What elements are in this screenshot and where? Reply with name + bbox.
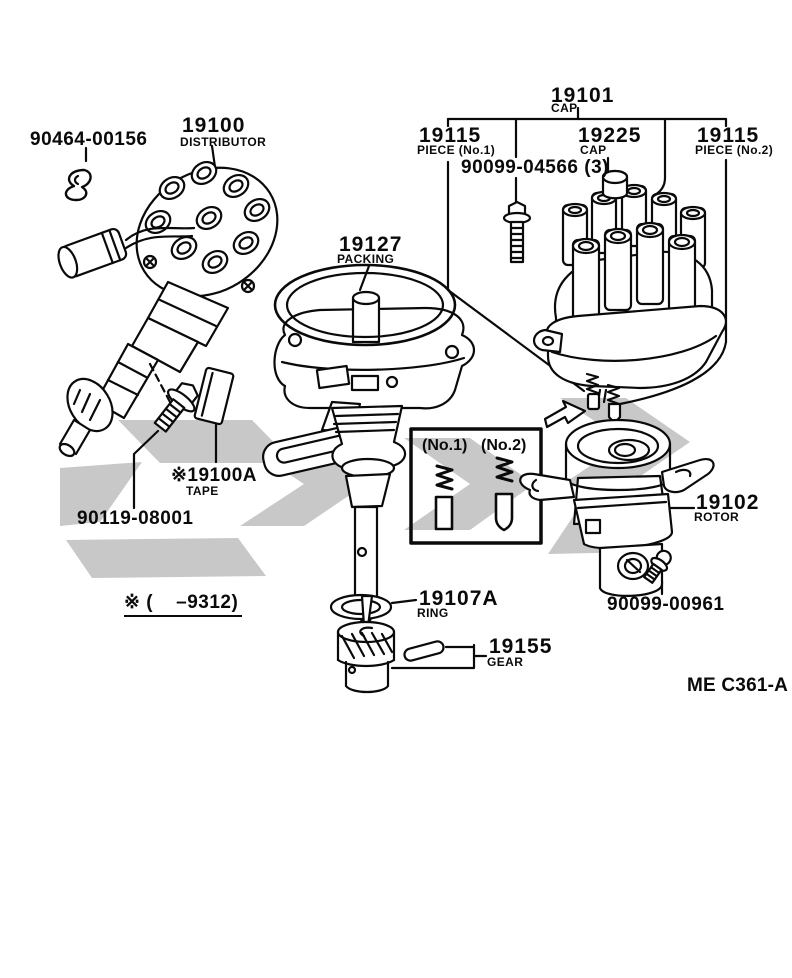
label-distributor-number: 19100 <box>182 114 246 137</box>
ring-part <box>329 593 393 621</box>
label-piece1-name: PIECE (No.1) <box>417 143 496 157</box>
leader-lines <box>84 106 728 670</box>
cap-screw-part <box>502 200 532 264</box>
pin-part <box>403 640 445 662</box>
label-piece2-number: 19115 <box>697 124 760 147</box>
small-cap-part <box>601 169 629 200</box>
connector-part <box>57 227 128 279</box>
rotor-drawing <box>519 418 715 597</box>
gear-part <box>336 620 396 694</box>
cap-pieces-springs <box>585 372 622 425</box>
applicability-note: ※ ( –9312) <box>124 593 243 617</box>
label-clip-number: 90464-00156 <box>30 129 148 150</box>
label-inset-no1: (No.1) <box>422 437 468 454</box>
cap-towers <box>144 160 271 275</box>
label-tape-name: TAPE <box>186 484 219 498</box>
label-rotor-screw-number: 90099-00961 <box>607 594 725 615</box>
label-gear-name: GEAR <box>487 655 524 669</box>
figure-code: ME C361-A <box>687 675 789 696</box>
label-distributor-name: DISTRIBUTOR <box>180 135 267 149</box>
label-packing-number: 19127 <box>339 233 403 256</box>
distributor-drawing <box>57 160 279 458</box>
label-rotor-name: ROTOR <box>694 510 740 524</box>
tape-part <box>193 366 235 426</box>
label-ring-name: RING <box>417 606 449 620</box>
label-small-cap-name: CAP <box>580 143 607 157</box>
watermark-logo <box>60 398 690 578</box>
packing-ring <box>273 263 457 347</box>
cap-drawing <box>502 169 727 429</box>
body-bolt-part <box>153 382 199 433</box>
pointer-arrow <box>543 399 587 429</box>
wire <box>124 226 196 250</box>
label-body-bolt-number: 90119-08001 <box>77 508 194 529</box>
label-rotor-number: 19102 <box>696 491 760 514</box>
label-small-cap-number: 19225 <box>578 124 642 147</box>
label-gear-number: 19155 <box>489 635 553 658</box>
label-piece1-number: 19115 <box>419 124 482 147</box>
piece-inset-box <box>409 427 543 545</box>
label-ring-number: 19107A <box>419 587 499 610</box>
label-cap-assy-number: 19101 <box>551 84 615 107</box>
label-tape-number: ※19100A <box>171 465 257 486</box>
clip-part <box>64 168 92 202</box>
rotor-screw-part <box>643 549 672 584</box>
label-cap-screws-number: 90099-04566 (3) <box>461 157 609 178</box>
assembly-dashed-line <box>148 362 172 404</box>
label-packing-name: PACKING <box>337 252 395 266</box>
label-inset-no2: (No.2) <box>481 437 527 454</box>
packing-body-drawing <box>262 263 476 632</box>
label-piece2-name: PIECE (No.2) <box>695 143 774 157</box>
ring-gear-drawing <box>329 593 445 694</box>
label-cap-assy-name: CAP <box>551 101 578 115</box>
cap-front-towers <box>571 221 697 322</box>
